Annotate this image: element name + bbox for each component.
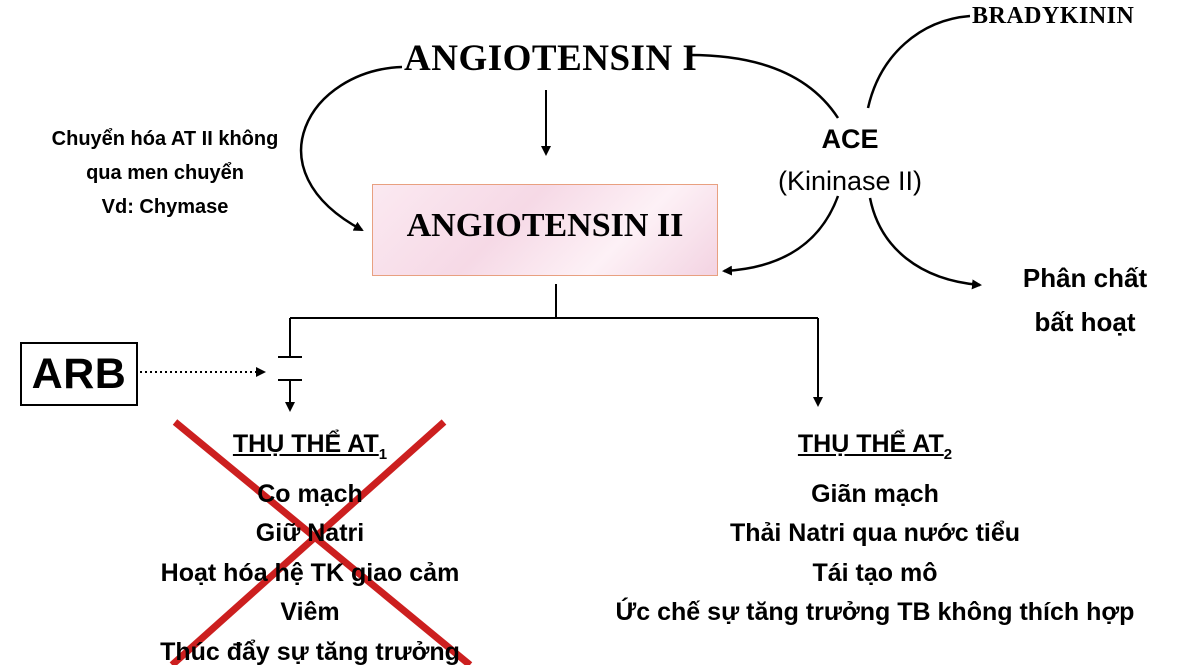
at2-effect: Giãn mạch (811, 479, 939, 508)
at1-effect: Giữ Natri (255, 519, 365, 547)
at1-effect: Co mạch (257, 479, 363, 508)
at2-effect: Tái tạo mô (812, 558, 938, 587)
arrow-ace-to-angio2 (722, 195, 840, 276)
at1-effect: Viêm (280, 598, 340, 626)
at2-header: THỤ THỂ AT2 (550, 425, 1181, 475)
bradykinin-label: BRADYKININ (972, 3, 1135, 29)
at1-effect: Thúc đẩy sự tăng trưởng (160, 637, 460, 665)
at1-title: THỤ THỂ AT (232, 430, 379, 458)
arb-label: ARB (31, 350, 127, 398)
inactive-line-1: Phân chất (1022, 263, 1148, 293)
ace-enzyme: ACE (Kininase II) (745, 118, 955, 202)
angiotensin-2-label: ANGIOTENSIN II (406, 207, 684, 244)
arb-box: ARB (20, 342, 138, 406)
at1-subscript: 1 (378, 446, 388, 463)
note-line-2: qua men chuyển (86, 162, 244, 184)
block-cross-line-1 (172, 419, 473, 665)
block-cross-line-2 (169, 419, 447, 665)
angiotensin-1-label: ANGIOTENSIN I (404, 38, 698, 79)
arc-angio1-to-ace (689, 53, 840, 119)
kininase-label: (Kininase II) (777, 166, 923, 196)
alternate-pathway-note: Chuyển hóa AT II không qua men chuyển Vd… (20, 122, 310, 224)
note-line-3: Vd: Chymase (101, 196, 229, 218)
arrow-chymase-path (299, 65, 403, 232)
arrow-ace-to-inactive (868, 197, 982, 290)
at2-subscript: 2 (943, 446, 953, 463)
arc-bradykinin-to-ace (866, 14, 971, 109)
inactive-products: Phân chất bất hoạt (985, 256, 1181, 344)
at1-effect: Hoạt hóa hệ TK giao cảm (160, 558, 460, 587)
inactive-line-2: bất hoạt (1034, 307, 1136, 337)
receptor-at1-column: THỤ THỂ AT1 Co mạch Giữ Natri Hoạt hóa h… (115, 425, 505, 665)
note-line-1: Chuyển hóa AT II không (51, 128, 279, 150)
receptor-at2-column: THỤ THỂ AT2 Giãn mạch Thải Natri qua nướ… (550, 425, 1181, 633)
at2-effect: Thải Natri qua nước tiểu (729, 519, 1021, 547)
angiotensin-2-box: ANGIOTENSIN II (372, 184, 718, 276)
at2-effect: Ức chế sự tăng trưởng TB không thích hợp (615, 598, 1135, 626)
at2-title: THỤ THỂ AT (797, 430, 944, 458)
ace-label: ACE (821, 124, 879, 154)
at1-header: THỤ THỂ AT1 (115, 425, 505, 475)
